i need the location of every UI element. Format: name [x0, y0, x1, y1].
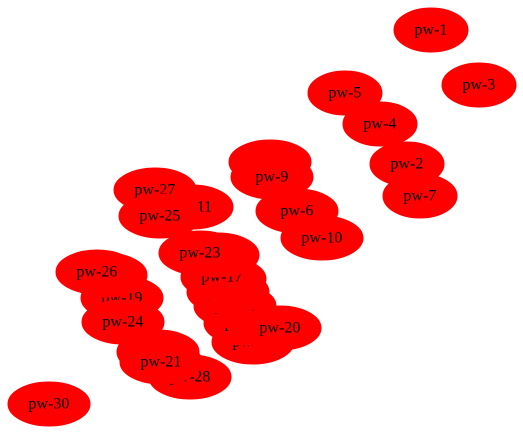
node-ellipse [238, 305, 322, 351]
node-label: pw-30 [29, 396, 70, 413]
node-pw-30: pw-30 [7, 381, 91, 427]
node-label: pw-7 [404, 188, 437, 205]
node-label: pw-25 [140, 208, 181, 225]
node-ellipse [118, 193, 202, 239]
node-label: pw-4 [364, 116, 397, 133]
node-pw-4: pw-4 [342, 101, 418, 147]
node-label: pw-6 [281, 203, 314, 220]
node-label: pw-9 [256, 169, 289, 186]
node-label: pw-1 [415, 22, 448, 39]
node-label: pw-21 [141, 354, 182, 371]
node-ellipse [382, 173, 458, 219]
node-ellipse [280, 215, 364, 261]
nodes-layer: pw-28pw-22pw-19pw-29pw-8pw-11pw-18pw-13p… [7, 7, 517, 427]
node-ellipse [55, 249, 139, 295]
node-pw-7: pw-7 [382, 173, 458, 219]
node-pw-3: pw-3 [441, 62, 517, 108]
node-ellipse [393, 7, 469, 53]
node-ellipse [81, 299, 165, 345]
node-label: pw-24 [103, 314, 144, 331]
node-pw-9: pw-9 [230, 154, 314, 200]
node-pw-1: pw-1 [393, 7, 469, 53]
node-pw-21: pw-21 [119, 339, 203, 385]
node-ellipse [119, 339, 203, 385]
node-ellipse [7, 381, 91, 427]
node-pw-20: pw-20 [238, 305, 322, 351]
node-pw-25: pw-25 [118, 193, 202, 239]
node-label: pw-10 [302, 230, 343, 247]
node-ellipse [441, 62, 517, 108]
node-label: pw-3 [463, 77, 496, 94]
node-ellipse [342, 101, 418, 147]
node-label: pw-26 [77, 264, 118, 281]
node-label: pw-2 [391, 156, 424, 173]
node-label: pw-20 [260, 320, 301, 337]
node-pw-10: pw-10 [280, 215, 364, 261]
node-pw-24: pw-24 [81, 299, 165, 345]
node-label: pw-23 [180, 245, 221, 262]
node-pw-23: pw-23 [158, 230, 242, 276]
node-ellipse [158, 230, 242, 276]
node-label: pw-5 [329, 85, 362, 102]
node-pw-26: pw-26 [55, 249, 139, 295]
